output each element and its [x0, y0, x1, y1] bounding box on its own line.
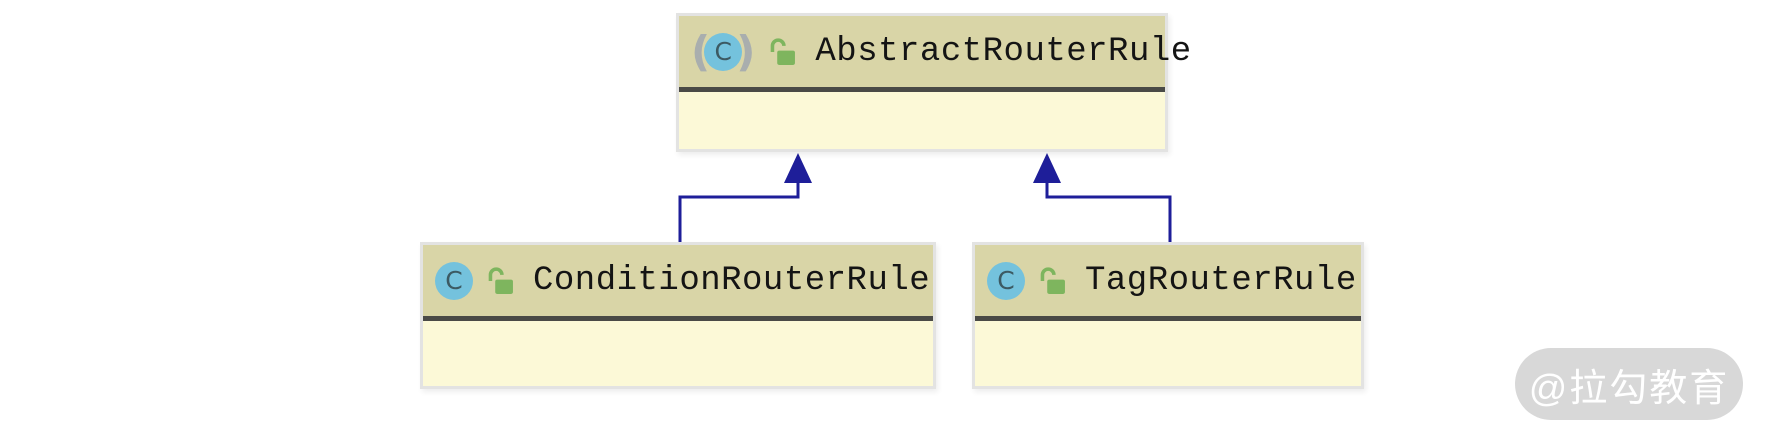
class-name-label: AbstractRouterRule: [815, 32, 1192, 71]
class-node-header: ( C ) AbstractRouterRule: [679, 16, 1191, 92]
class-badge-icon: C: [704, 32, 743, 71]
watermark-badge: @拉勾教育: [1515, 348, 1743, 420]
class-name-label: ConditionRouterRule: [533, 261, 931, 300]
inheritance-edge-line: [678, 182, 800, 242]
inheritance-arrowhead-icon: [784, 153, 812, 183]
inheritance-edge-tag-to-abstract[interactable]: [1033, 153, 1172, 242]
class-node-fields-compartment: [975, 321, 1361, 386]
inheritance-edge-line: [1045, 182, 1172, 242]
class-icon: C: [987, 261, 1025, 300]
class-icon: C: [435, 261, 473, 300]
public-unlocked-icon: [1040, 266, 1065, 294]
class-node-header: C ConditionRouterRule: [423, 245, 933, 321]
public-unlocked-icon: [488, 266, 513, 294]
abstract-class-icon: ( C ): [691, 26, 756, 76]
class-node-conditionrouterrule[interactable]: C ConditionRouterRule: [420, 242, 936, 389]
class-name-label: TagRouterRule: [1085, 261, 1357, 300]
public-unlocked-icon: [771, 37, 796, 65]
class-node-header: C TagRouterRule: [975, 245, 1361, 321]
abstract-paren-left: (: [691, 26, 711, 76]
abstract-paren-right: ): [736, 26, 756, 76]
inheritance-edge-condition-to-abstract[interactable]: [678, 153, 812, 242]
class-node-fields-compartment: [679, 92, 1165, 149]
class-node-abstractrouterrule[interactable]: ( C ) AbstractRouterRule: [676, 13, 1191, 152]
inheritance-arrowhead-icon: [1033, 153, 1061, 183]
class-node-tagrouterrule[interactable]: C TagRouterRule: [972, 242, 1364, 389]
class-node-fields-compartment: [423, 321, 933, 386]
watermark-label: @拉勾教育: [1528, 367, 1730, 410]
